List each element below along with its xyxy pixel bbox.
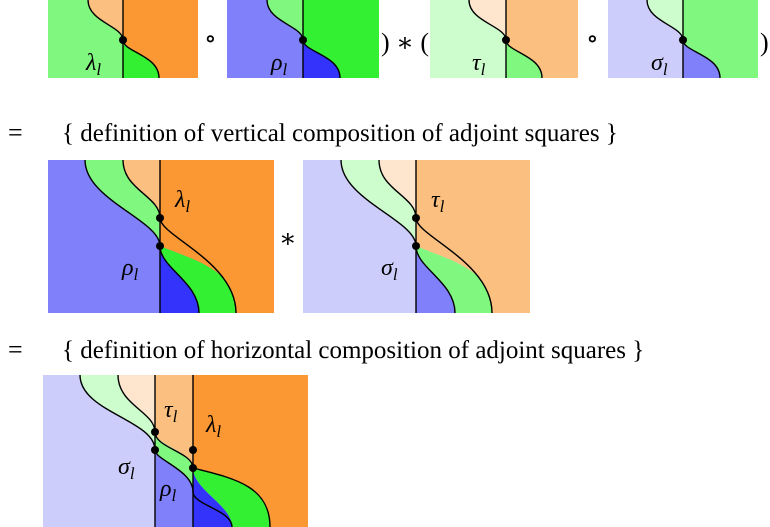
label-tau-3: τl <box>164 397 178 426</box>
label-rho: ρl <box>270 50 288 79</box>
box-rho <box>227 0 379 79</box>
box-tau-sigma <box>303 159 530 314</box>
box-lambda-rho <box>48 159 274 314</box>
op-star-2: ∗ <box>279 224 297 253</box>
op-circ-2: ∘ <box>586 24 599 53</box>
equals-2: = <box>8 335 23 364</box>
box-tau <box>430 0 578 79</box>
equals-1: = <box>8 118 23 147</box>
hint-vertical-composition: { definition of vertical composition of … <box>62 120 618 147</box>
box-combined <box>43 374 308 527</box>
op-circ-1: ∘ <box>204 24 217 53</box>
label-tau: τl <box>472 50 486 79</box>
op-close-paren: ) <box>760 28 769 57</box>
hint-horizontal-composition: { definition of horizontal composition o… <box>62 337 644 364</box>
box-lambda <box>48 0 198 79</box>
box-sigma <box>608 0 758 79</box>
label-lambda-2: λl <box>174 187 190 216</box>
label-lambda-3: λl <box>205 412 221 441</box>
label-sigma-2: σl <box>381 255 398 284</box>
label-lambda: λl <box>85 50 101 79</box>
label-sigma: σl <box>651 50 668 79</box>
label-sigma-3: σl <box>118 454 135 483</box>
op-close-star-open: ) ∗ ( <box>381 28 429 57</box>
label-rho-2: ρl <box>121 255 139 284</box>
label-rho-3: ρl <box>159 476 177 505</box>
label-tau-2: τl <box>431 187 445 216</box>
